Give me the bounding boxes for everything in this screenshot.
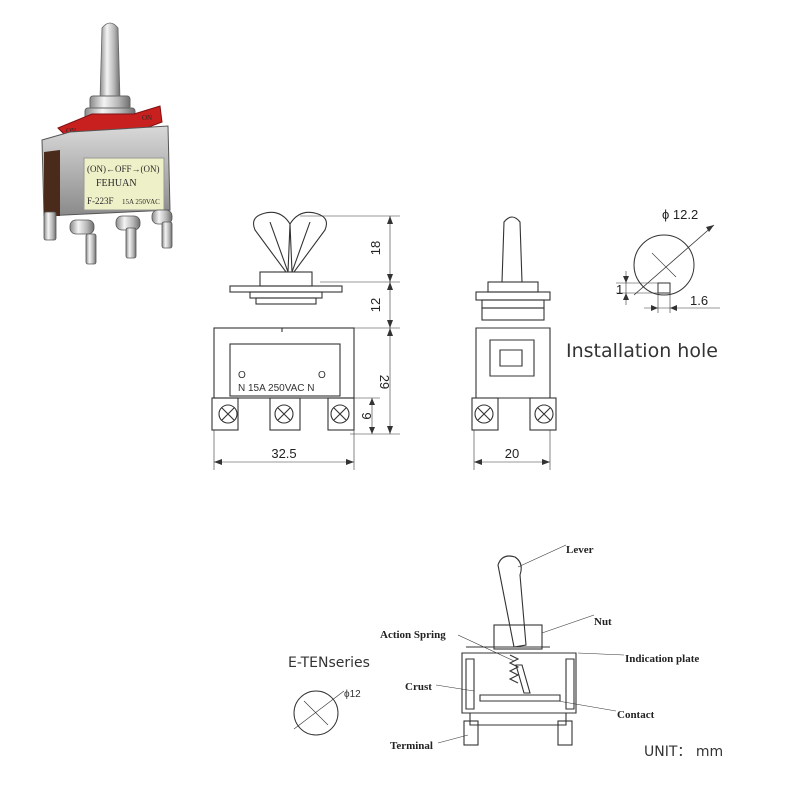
installation-hole-title: Installation hole	[566, 340, 718, 362]
label-o-left: O	[238, 370, 246, 381]
photo-brand: FEHUAN	[96, 178, 137, 189]
unit-label: UNIT： mm	[644, 744, 723, 760]
side-view-drawing: 20	[471, 216, 557, 470]
svg-text:ON: ON	[142, 114, 152, 122]
dim-body-height: 29	[377, 375, 392, 389]
label-contact: Contact	[617, 709, 655, 721]
label-crust: Crust	[405, 681, 432, 693]
label-action-spring: Action Spring	[380, 629, 446, 641]
hole-key-width: 1.6	[690, 293, 708, 308]
label-terminal: Terminal	[390, 740, 433, 752]
label-lever: Lever	[566, 544, 594, 556]
hole-key-height: 1	[616, 282, 623, 297]
dim-width: 32.5	[271, 446, 296, 461]
photo-model: F-223F	[87, 196, 114, 206]
unit-label-wrap: UNIT： mm	[644, 744, 723, 760]
photo-rating: 15A 250VAC	[122, 198, 160, 206]
dim-bushing-height: 12	[368, 298, 383, 312]
dim-terminal-height: 9	[359, 412, 374, 419]
label-nut: Nut	[594, 616, 612, 628]
series-hole-diameter: ϕ12	[344, 689, 361, 700]
e-ten-series-drawing: E-TENseries ϕ12	[288, 655, 370, 736]
front-view-drawing: 18 12 29 9 32.5 O O N 15A 250VAC N	[211, 211, 400, 470]
dim-side-width: 20	[505, 446, 519, 461]
switch-photo: ON ON (ON)←OFF→(ON) FEHUAN F-223F 15A 25…	[41, 22, 173, 265]
label-indication-plate: Indication plate	[625, 653, 699, 665]
series-name: E-TENseries	[288, 655, 370, 671]
photo-mode-label: (ON)←OFF→(ON)	[87, 164, 160, 174]
photo-terminals	[43, 209, 173, 265]
installation-hole-drawing: ϕ 12.2 1 1.6 Installation hole	[566, 207, 720, 362]
label-rating: N 15A 250VAC N	[238, 383, 315, 394]
dim-lever-height: 18	[368, 241, 383, 255]
hole-diameter-label: ϕ 12.2	[662, 207, 698, 222]
cutaway-drawing: Lever Nut Action Spring Indication plate…	[380, 544, 699, 752]
label-o-right: O	[318, 370, 326, 381]
lever-shape	[99, 22, 121, 101]
svg-text:ON: ON	[66, 127, 76, 135]
